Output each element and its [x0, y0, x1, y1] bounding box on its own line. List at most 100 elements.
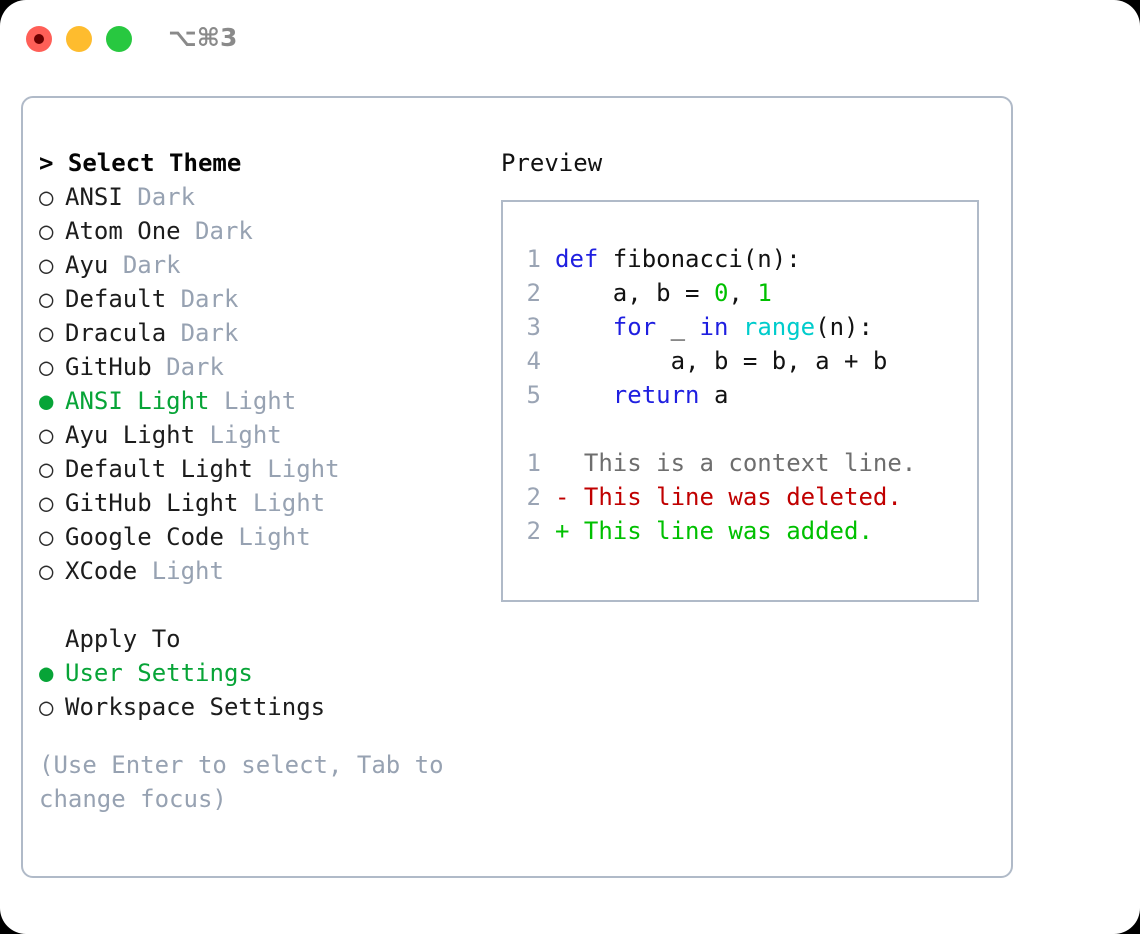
- theme-kind-label: Dark: [195, 217, 253, 245]
- theme-list[interactable]: ○ANSI Dark○Atom One Dark○Ayu Dark○Defaul…: [39, 180, 489, 588]
- radio-unselected-icon[interactable]: ○: [39, 217, 54, 245]
- theme-kind-label: Light: [252, 489, 326, 517]
- code-token: ,: [728, 279, 758, 307]
- code-token: def: [555, 245, 613, 273]
- theme-kind-label: Dark: [122, 251, 181, 279]
- code-line: 3 for _ in range(n):: [503, 310, 977, 344]
- line-number: 2: [526, 483, 541, 511]
- code-token: a, b =: [555, 279, 714, 307]
- theme-name: GitHub Light: [65, 489, 239, 517]
- spacing: [137, 557, 151, 585]
- line-number: 3: [526, 313, 541, 341]
- spacing: [166, 285, 180, 313]
- code-token: [555, 381, 613, 409]
- apply-to-heading: Apply To: [65, 625, 181, 653]
- code-token: a: [699, 381, 729, 409]
- maximize-window-button[interactable]: [106, 26, 132, 52]
- diff-marker: -: [555, 483, 584, 511]
- code-token: 1: [757, 279, 772, 307]
- theme-list-item[interactable]: ○ANSI Dark: [39, 180, 489, 214]
- theme-list-pane: > Select Theme ○ANSI Dark○Atom One Dark○…: [39, 146, 489, 816]
- apply-to-option[interactable]: ● User Settings: [39, 656, 489, 690]
- radio-unselected-icon[interactable]: ○: [39, 183, 54, 211]
- code-token: fibonacci(n):: [612, 245, 801, 273]
- radio-unselected-icon[interactable]: ○: [39, 285, 54, 313]
- theme-list-item[interactable]: ○GitHub Dark: [39, 350, 489, 384]
- close-window-button[interactable]: [26, 26, 52, 52]
- theme-name: GitHub: [65, 353, 152, 381]
- radio-unselected-icon[interactable]: ○: [39, 523, 54, 551]
- code-line: 5 return a: [503, 378, 977, 412]
- theme-kind-label: Light: [151, 557, 224, 585]
- spacing: [181, 217, 195, 245]
- diff-line: 2- This line was deleted.: [503, 480, 977, 514]
- code-line: 4 a, b = b, a + b: [503, 344, 977, 378]
- diff-line: 1 This is a context line.: [503, 446, 977, 480]
- radio-unselected-icon[interactable]: ○: [39, 251, 54, 279]
- radio-unselected-icon[interactable]: ○: [39, 455, 54, 483]
- spacing: [108, 251, 122, 279]
- theme-kind-label: Dark: [180, 319, 239, 347]
- code-token: range: [742, 313, 816, 341]
- code-token: (n):: [815, 313, 873, 341]
- radio-unselected-icon[interactable]: ○: [39, 489, 54, 517]
- code-token: in: [699, 313, 729, 341]
- select-theme-heading: > Select Theme: [39, 149, 242, 177]
- preview-heading: Preview: [501, 149, 603, 177]
- theme-list-item[interactable]: ○Ayu Light Light: [39, 418, 489, 452]
- theme-list-item[interactable]: ○XCode Light: [39, 554, 489, 588]
- theme-picker-panel: > Select Theme ○ANSI Dark○Atom One Dark○…: [21, 96, 1013, 878]
- radio-unselected-icon[interactable]: ○: [39, 557, 54, 585]
- diff-marker: [555, 449, 584, 477]
- line-number: 5: [526, 381, 541, 409]
- apply-to-label: Workspace Settings: [65, 693, 326, 721]
- radio-unselected-icon[interactable]: ○: [39, 421, 54, 449]
- diff-line: 2+ This line was added.: [503, 514, 977, 548]
- diff-text: This line was added.: [583, 517, 873, 545]
- theme-name: Default Light: [65, 455, 253, 483]
- spacing: [210, 387, 224, 415]
- theme-list-item[interactable]: ○Atom One Dark: [39, 214, 489, 248]
- theme-list-item[interactable]: ○Ayu Dark: [39, 248, 489, 282]
- theme-kind-label: Light: [267, 455, 340, 483]
- theme-list-item[interactable]: ○ Default Light Light: [39, 452, 489, 486]
- minimize-window-button[interactable]: [66, 26, 92, 52]
- theme-name: Dracula: [65, 319, 167, 347]
- radio-selected-icon[interactable]: ●: [39, 659, 54, 687]
- radio-unselected-icon[interactable]: ○: [39, 319, 54, 347]
- diff-text: This is a context line.: [583, 449, 917, 477]
- radio-unselected-icon[interactable]: ○: [39, 693, 54, 721]
- theme-name: ANSI: [65, 183, 123, 211]
- code-line: 2 a, b = 0, 1: [503, 276, 977, 310]
- theme-list-item[interactable]: ○Google Code Light: [39, 520, 489, 554]
- code-token: for: [612, 313, 657, 341]
- theme-list-item[interactable]: ○ GitHub Light Light: [39, 486, 489, 520]
- spacing: [152, 353, 166, 381]
- theme-list-item[interactable]: ○Default Dark: [39, 282, 489, 316]
- keyboard-shortcut-label: ⌥⌘3: [168, 23, 238, 52]
- spacing: [238, 489, 252, 517]
- theme-list-item[interactable]: ○ Dracula Dark: [39, 316, 489, 350]
- apply-to-options[interactable]: ● User Settings ○ Workspace Settings: [39, 656, 489, 724]
- code-diff-separator: [503, 412, 977, 446]
- theme-list-item[interactable]: ●ANSI Light Light: [39, 384, 489, 418]
- list-spacer: [39, 588, 489, 622]
- theme-name: Ayu Light: [65, 421, 196, 449]
- code-token: [555, 313, 613, 341]
- theme-kind-label: Light: [223, 387, 297, 415]
- theme-name: Default: [65, 285, 167, 313]
- line-number: 1: [526, 245, 541, 273]
- radio-selected-icon[interactable]: ●: [39, 387, 54, 415]
- diff-marker: +: [555, 517, 584, 545]
- keyboard-hint-text: (Use Enter to select, Tab to change focu…: [39, 751, 459, 813]
- apply-to-option[interactable]: ○ Workspace Settings: [39, 690, 489, 724]
- diff-sample: 1 This is a context line.2- This line wa…: [503, 446, 977, 548]
- radio-unselected-icon[interactable]: ○: [39, 353, 54, 381]
- spacing: [195, 421, 209, 449]
- apply-to-label: User Settings: [65, 659, 253, 687]
- theme-name: Google Code: [65, 523, 224, 551]
